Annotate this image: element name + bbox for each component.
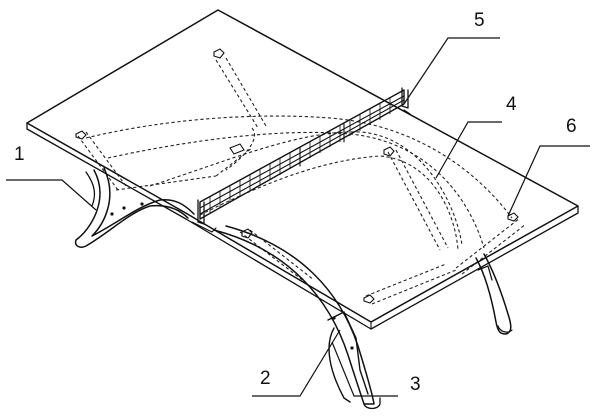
net-top-band [199,95,405,209]
leg-front-brace [328,327,351,403]
clip-3 [383,146,395,157]
net-assembly [191,87,411,233]
rivet-3 [140,202,144,206]
hidden-brace-g [239,231,306,283]
table-top-edge-right [185,205,579,330]
callout-6: 6 [566,116,577,137]
hidden-hinge [225,127,255,171]
hidden-arc-center [149,131,463,246]
callout-3: 3 [410,374,421,395]
hidden-brace-j [371,269,457,305]
leg-front-plate [327,311,369,395]
rivet-2 [122,206,126,210]
leader-2 [252,329,341,397]
clip-2 [75,130,87,140]
hidden-brace-l [461,223,527,275]
clip-6 [363,294,375,304]
leg-right-bracket [477,265,493,281]
rivet-5 [350,346,354,350]
callout-labels: 1 2 3 4 5 6 [14,10,577,395]
leg-right-foot [497,325,513,333]
leader-3 [331,341,398,397]
callout-leaders [6,37,590,397]
hidden-brace-a [215,59,259,129]
callout-2: 2 [260,368,271,389]
hidden-brace-b [225,57,267,127]
leader-6 [507,145,590,217]
hidden-rail-a [115,175,217,191]
table-top-surface [26,9,579,323]
leg-left-strut [85,171,96,207]
hidden-brace-k [455,217,521,269]
hidden-brace-i [365,263,447,297]
clip-4 [507,212,519,222]
leg-front [213,225,381,410]
leader-4 [435,121,502,179]
leg-right [475,253,513,335]
hinge-plate [229,143,245,155]
net-clamp-right [403,109,411,115]
leg-right-arch [475,253,512,335]
net-clamp-left [191,221,217,233]
rivet-4 [332,316,336,320]
hidden-brace-e [387,151,441,251]
callout-4: 4 [506,94,517,115]
hidden-arc-center-2 [199,155,459,251]
clip-1 [213,48,225,59]
callout-1: 1 [14,144,25,165]
leg-left [74,167,195,248]
leg-front-arch [213,225,375,405]
table-top-edge-left [26,122,187,220]
leader-1 [6,179,97,211]
hidden-frame [77,57,527,305]
leader-5 [403,37,500,105]
hidden-brace-f [395,149,449,249]
net-post-left [197,199,205,225]
clip-5 [241,228,253,239]
rivet-1 [110,212,114,216]
callout-5: 5 [474,10,485,31]
net-outline [199,89,405,220]
leg-front-foot [363,397,381,410]
leg-left-inner [91,167,195,237]
net-center-marks [299,123,345,167]
table-top [26,9,579,330]
hidden-arc-upper [85,115,513,219]
net-mesh [209,98,391,213]
hidden-rail-b [215,147,253,177]
leg-left-outer [74,169,189,248]
corner-clips [75,48,519,304]
